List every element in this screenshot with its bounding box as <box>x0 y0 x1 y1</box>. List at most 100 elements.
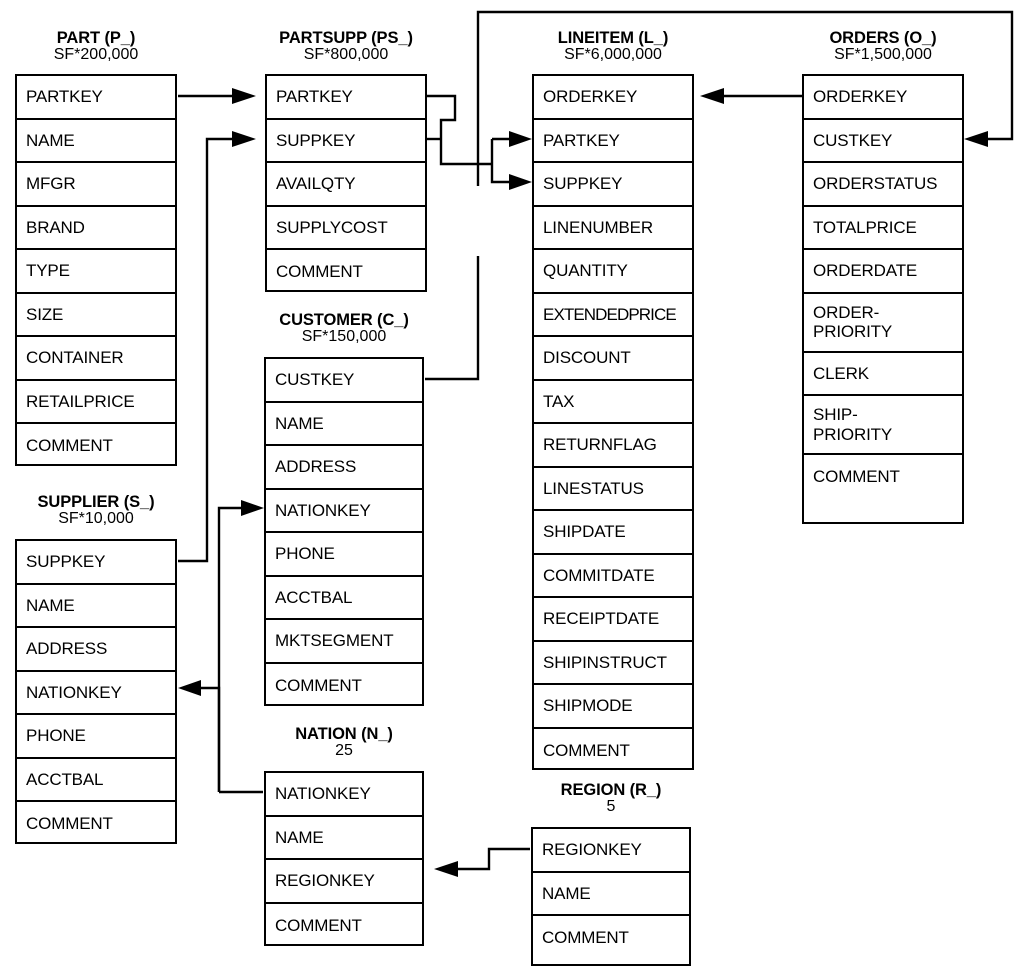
entity-region-header: REGION (R_) 5 <box>531 782 691 815</box>
entity-partsupp-box: PARTKEY SUPPKEY AVAILQTY SUPPLYCOST COMM… <box>265 74 427 292</box>
attr-orders-shippriority: SHIP- PRIORITY <box>804 396 962 455</box>
attr-nation-name: NAME <box>266 817 422 860</box>
entity-nation-title: NATION (N_) <box>295 725 393 743</box>
attr-lineitem-linestatus: LINESTATUS <box>534 468 692 511</box>
attr-partsupp-comment: COMMENT <box>276 262 363 282</box>
entity-lineitem-title: LINEITEM (L_) <box>557 29 669 47</box>
attr-customer-name: NAME <box>266 403 422 446</box>
attr-supplier-phone: PHONE <box>17 715 175 759</box>
link-nation-nationkey-to-customer-nationkey <box>217 500 264 792</box>
entity-orders-box: ORDERKEY CUSTKEY ORDERSTATUS TOTALPRICE … <box>802 74 964 524</box>
attr-orders-totalprice: TOTALPRICE <box>804 207 962 250</box>
attr-customer-acctbal: ACCTBAL <box>266 577 422 620</box>
entity-nation-header: NATION (N_) 25 <box>264 726 424 759</box>
entity-partsupp-header: PARTSUPP (PS_) SF*800,000 <box>265 30 427 63</box>
entity-supplier-title: SUPPLIER (S_) <box>37 493 155 511</box>
entity-supplier-box: SUPPKEY NAME ADDRESS NATIONKEY PHONE ACC… <box>15 539 177 844</box>
entity-customer-header: CUSTOMER (C_) SF*150,000 <box>264 312 424 345</box>
entity-orders-header: ORDERS (O_) SF*1,500,000 <box>802 30 964 63</box>
attr-lineitem-shipmode: SHIPMODE <box>534 685 692 729</box>
entity-supplier-cardinality: SF*10,000 <box>58 509 134 527</box>
attr-lineitem-orderkey: ORDERKEY <box>534 76 692 120</box>
attr-lineitem-tax: TAX <box>534 381 692 424</box>
entity-part-header: PART (P_) SF*200,000 <box>15 30 177 63</box>
attr-lineitem-linenumber: LINENUMBER <box>534 207 692 250</box>
attr-lineitem-comment: COMMENT <box>543 740 630 760</box>
attr-lineitem-extendedprice: EXTENDEDPRICE <box>534 294 692 337</box>
attr-orders-clerk: CLERK <box>804 353 962 396</box>
attr-nation-regionkey: REGIONKEY <box>266 860 422 904</box>
attr-part-mfgr: MFGR <box>17 163 175 207</box>
attr-customer-comment: COMMENT <box>275 675 362 695</box>
attr-lineitem-shipinstruct: SHIPINSTRUCT <box>534 642 692 685</box>
attr-customer-mktsegment: MKTSEGMENT <box>266 620 422 664</box>
link-orders-orderkey-to-lineitem-orderkey <box>700 88 803 104</box>
entity-customer-box: CUSTKEY NAME ADDRESS NATIONKEY PHONE ACC… <box>264 357 424 706</box>
attr-lineitem-commitdate: COMMITDATE <box>534 555 692 598</box>
entity-orders-title: ORDERS (O_) <box>829 29 937 47</box>
attr-nation-comment: COMMENT <box>275 915 362 935</box>
entity-customer-title: CUSTOMER (C_) <box>279 311 409 329</box>
attr-customer-nationkey: NATIONKEY <box>266 490 422 533</box>
attr-lineitem-shipdate: SHIPDATE <box>534 511 692 555</box>
link-region-regionkey-to-nation-regionkey <box>434 847 530 877</box>
attr-lineitem-partkey: PARTKEY <box>534 120 692 163</box>
attr-partsupp-availqty: AVAILQTY <box>267 163 425 207</box>
attr-supplier-nationkey: NATIONKEY <box>17 672 175 715</box>
entity-nation-box: NATIONKEY NAME REGIONKEY COMMENT <box>264 771 424 946</box>
attr-region-name: NAME <box>533 873 689 916</box>
entity-region-box: REGIONKEY NAME COMMENT <box>531 827 691 966</box>
attr-region-comment: COMMENT <box>542 928 629 948</box>
attr-orders-orderstatus: ORDERSTATUS <box>804 163 962 207</box>
attr-lineitem-quantity: QUANTITY <box>534 250 692 294</box>
entity-part-cardinality: SF*200,000 <box>53 45 139 63</box>
entity-customer-cardinality: SF*150,000 <box>301 327 387 345</box>
attr-lineitem-returnflag: RETURNFLAG <box>534 424 692 468</box>
link-nation-nationkey-to-supplier-nationkey <box>178 680 263 794</box>
attr-nation-nationkey: NATIONKEY <box>266 773 422 817</box>
attr-orders-orderpriority: ORDER- PRIORITY <box>804 294 962 353</box>
entity-part-box: PARTKEY NAME MFGR BRAND TYPE SIZE CONTAI… <box>15 74 177 466</box>
attr-part-comment: COMMENT <box>26 436 113 456</box>
attr-orders-orderdate: ORDERDATE <box>804 250 962 294</box>
link-supplier-suppkey-to-partsupp-suppkey <box>178 131 256 563</box>
attr-lineitem-receiptdate: RECEIPTDATE <box>534 598 692 642</box>
attr-partsupp-supplycost: SUPPLYCOST <box>267 207 425 250</box>
attr-supplier-suppkey: SUPPKEY <box>17 541 175 585</box>
attr-supplier-acctbal: ACCTBAL <box>17 759 175 802</box>
attr-part-size: SIZE <box>17 294 175 337</box>
entity-part-title: PART (P_) <box>56 29 136 47</box>
attr-lineitem-suppkey: SUPPKEY <box>534 163 692 207</box>
attr-orders-orderkey: ORDERKEY <box>804 76 962 120</box>
entity-region-cardinality: 5 <box>606 797 616 815</box>
attr-customer-phone: PHONE <box>266 533 422 577</box>
attr-part-type: TYPE <box>17 250 175 294</box>
attr-partsupp-suppkey: SUPPKEY <box>267 120 425 163</box>
entity-lineitem-header: LINEITEM (L_) SF*6,000,000 <box>532 30 694 63</box>
attr-lineitem-discount: DISCOUNT <box>534 337 692 381</box>
attr-customer-custkey: CUSTKEY <box>266 359 422 403</box>
entity-orders-cardinality: SF*1,500,000 <box>834 45 932 63</box>
attr-orders-comment: COMMENT <box>813 467 900 487</box>
entity-partsupp-title: PARTSUPP (PS_) <box>279 29 413 47</box>
attr-supplier-name: NAME <box>17 585 175 628</box>
attr-part-container: CONTAINER <box>17 337 175 381</box>
attr-customer-address: ADDRESS <box>266 446 422 490</box>
entity-partsupp-cardinality: SF*800,000 <box>303 45 389 63</box>
entity-lineitem-cardinality: SF*6,000,000 <box>564 45 662 63</box>
attr-supplier-comment: COMMENT <box>26 814 113 834</box>
link-partsupp-to-lineitem <box>427 94 532 190</box>
attr-part-brand: BRAND <box>17 207 175 250</box>
attr-supplier-address: ADDRESS <box>17 628 175 672</box>
attr-part-name: NAME <box>17 120 175 163</box>
entity-region-title: REGION (R_) <box>560 781 662 799</box>
attr-partsupp-partkey: PARTKEY <box>267 76 425 120</box>
link-part-partkey-to-partsupp-partkey <box>178 88 256 104</box>
entity-lineitem-box: ORDERKEY PARTKEY SUPPKEY LINENUMBER QUAN… <box>532 74 694 770</box>
entity-supplier-header: SUPPLIER (S_) SF*10,000 <box>15 494 177 527</box>
attr-part-partkey: PARTKEY <box>17 76 175 120</box>
attr-part-retailprice: RETAILPRICE <box>17 381 175 424</box>
attr-region-regionkey: REGIONKEY <box>533 829 689 873</box>
attr-orders-custkey: CUSTKEY <box>804 120 962 163</box>
